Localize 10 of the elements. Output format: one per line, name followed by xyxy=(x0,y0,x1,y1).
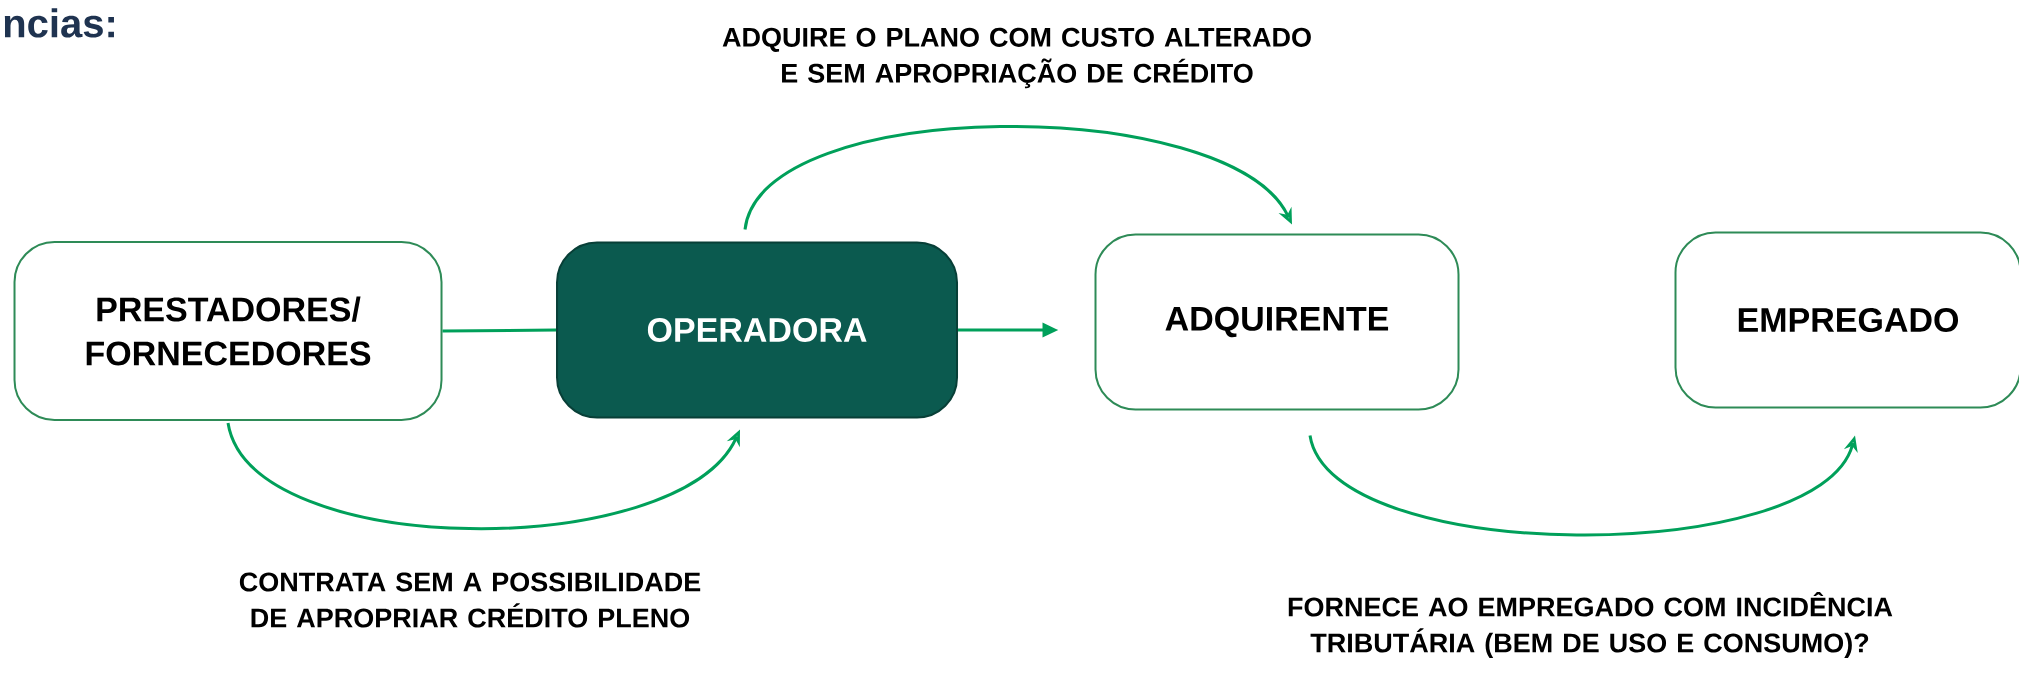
process-box: OPERADORA xyxy=(556,241,958,419)
edge-label: FORNECE AO EMPREGADO COM INCIDÊNCIA TRIBUTÁRIA (BEM DE USO E CONSUMO)? xyxy=(1288,592,1893,658)
heading: ncias: xyxy=(4,8,114,38)
arrow xyxy=(743,125,1292,231)
edge-label: CONTRATA SEM A POSSIBILIDADE DE APROPRIAR CRÉDITO PLENO xyxy=(239,572,701,628)
process-box: EMPREGADO xyxy=(1674,231,2019,409)
arrow xyxy=(226,422,740,530)
edge-label: ADQUIRE O PLANO COM CUSTO ALTERADO E SEM APROPRIAÇÃO DE CRÉDITO xyxy=(722,27,1311,89)
process-box: PRESTADORES/ FORNECEDORES xyxy=(13,241,443,421)
process-box: ADQUIRENTE xyxy=(1094,233,1460,411)
